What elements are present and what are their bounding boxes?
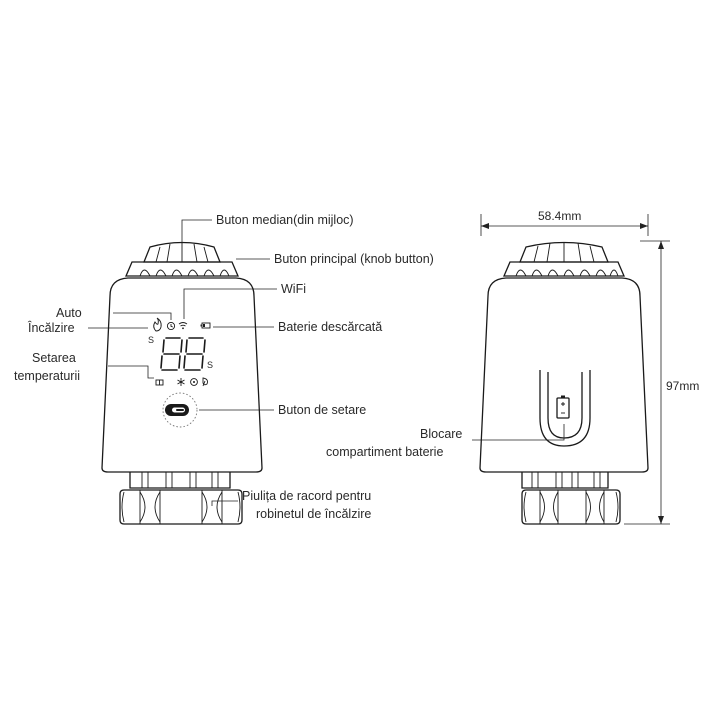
width-dimension (480, 214, 649, 236)
snowflake-icon (177, 378, 185, 386)
label-low-battery: Baterie descărcată (278, 320, 382, 334)
wifi-icon (178, 322, 188, 330)
window-icon (155, 379, 164, 386)
display-side-mark-left: S (148, 335, 154, 345)
front-neck (129, 472, 231, 489)
dimension-width: 58.4mm (538, 209, 581, 223)
battery-compartment-lock (539, 370, 591, 447)
label-setting-button: Buton de setare (278, 403, 366, 417)
label-middle-button: Buton median(din mijloc) (216, 213, 354, 227)
display-top-icons (153, 317, 211, 332)
back-knob (503, 241, 625, 277)
temperature-display: S S (148, 335, 213, 371)
front-nut (119, 489, 243, 525)
label-battery-lock-line2: compartiment baterie (326, 445, 443, 459)
front-body (101, 277, 263, 473)
label-battery-lock-line1: Blocare (420, 427, 462, 441)
back-view (479, 241, 649, 525)
label-auto: Auto (56, 306, 82, 320)
display-digit-1 (160, 337, 183, 371)
setting-button (162, 392, 198, 428)
leaf-icon (202, 377, 208, 387)
label-knob-button: Buton principal (knob button) (274, 252, 434, 266)
display-digit-2 (183, 337, 206, 371)
back-nut (521, 489, 621, 525)
battery-low-icon (200, 322, 211, 329)
clock-icon (166, 321, 176, 331)
flame-icon (153, 317, 162, 332)
front-knob (125, 241, 239, 277)
label-nut-line1: Piulița de racord pentru (242, 489, 371, 503)
front-view: S S (101, 241, 263, 525)
label-temp-setting-line1: Setarea (32, 351, 76, 365)
front-leaders (88, 219, 277, 506)
back-neck (521, 472, 609, 489)
display-bottom-icons (155, 377, 208, 387)
label-heating: Încălzire (27, 320, 75, 335)
label-temp-setting-line2: temperaturii (14, 369, 80, 383)
label-wifi: WiFi (281, 282, 306, 296)
leader-battery-lock (472, 424, 565, 441)
height-dimension (624, 240, 670, 525)
display-side-mark-right: S (207, 360, 213, 370)
label-nut-line2: robinetul de încălzire (256, 507, 371, 521)
setting-button-icon (165, 404, 189, 416)
gear-icon (190, 378, 198, 386)
battery-compartment-icon (556, 395, 570, 419)
dimension-height: 97mm (666, 379, 699, 393)
back-body (479, 277, 649, 473)
